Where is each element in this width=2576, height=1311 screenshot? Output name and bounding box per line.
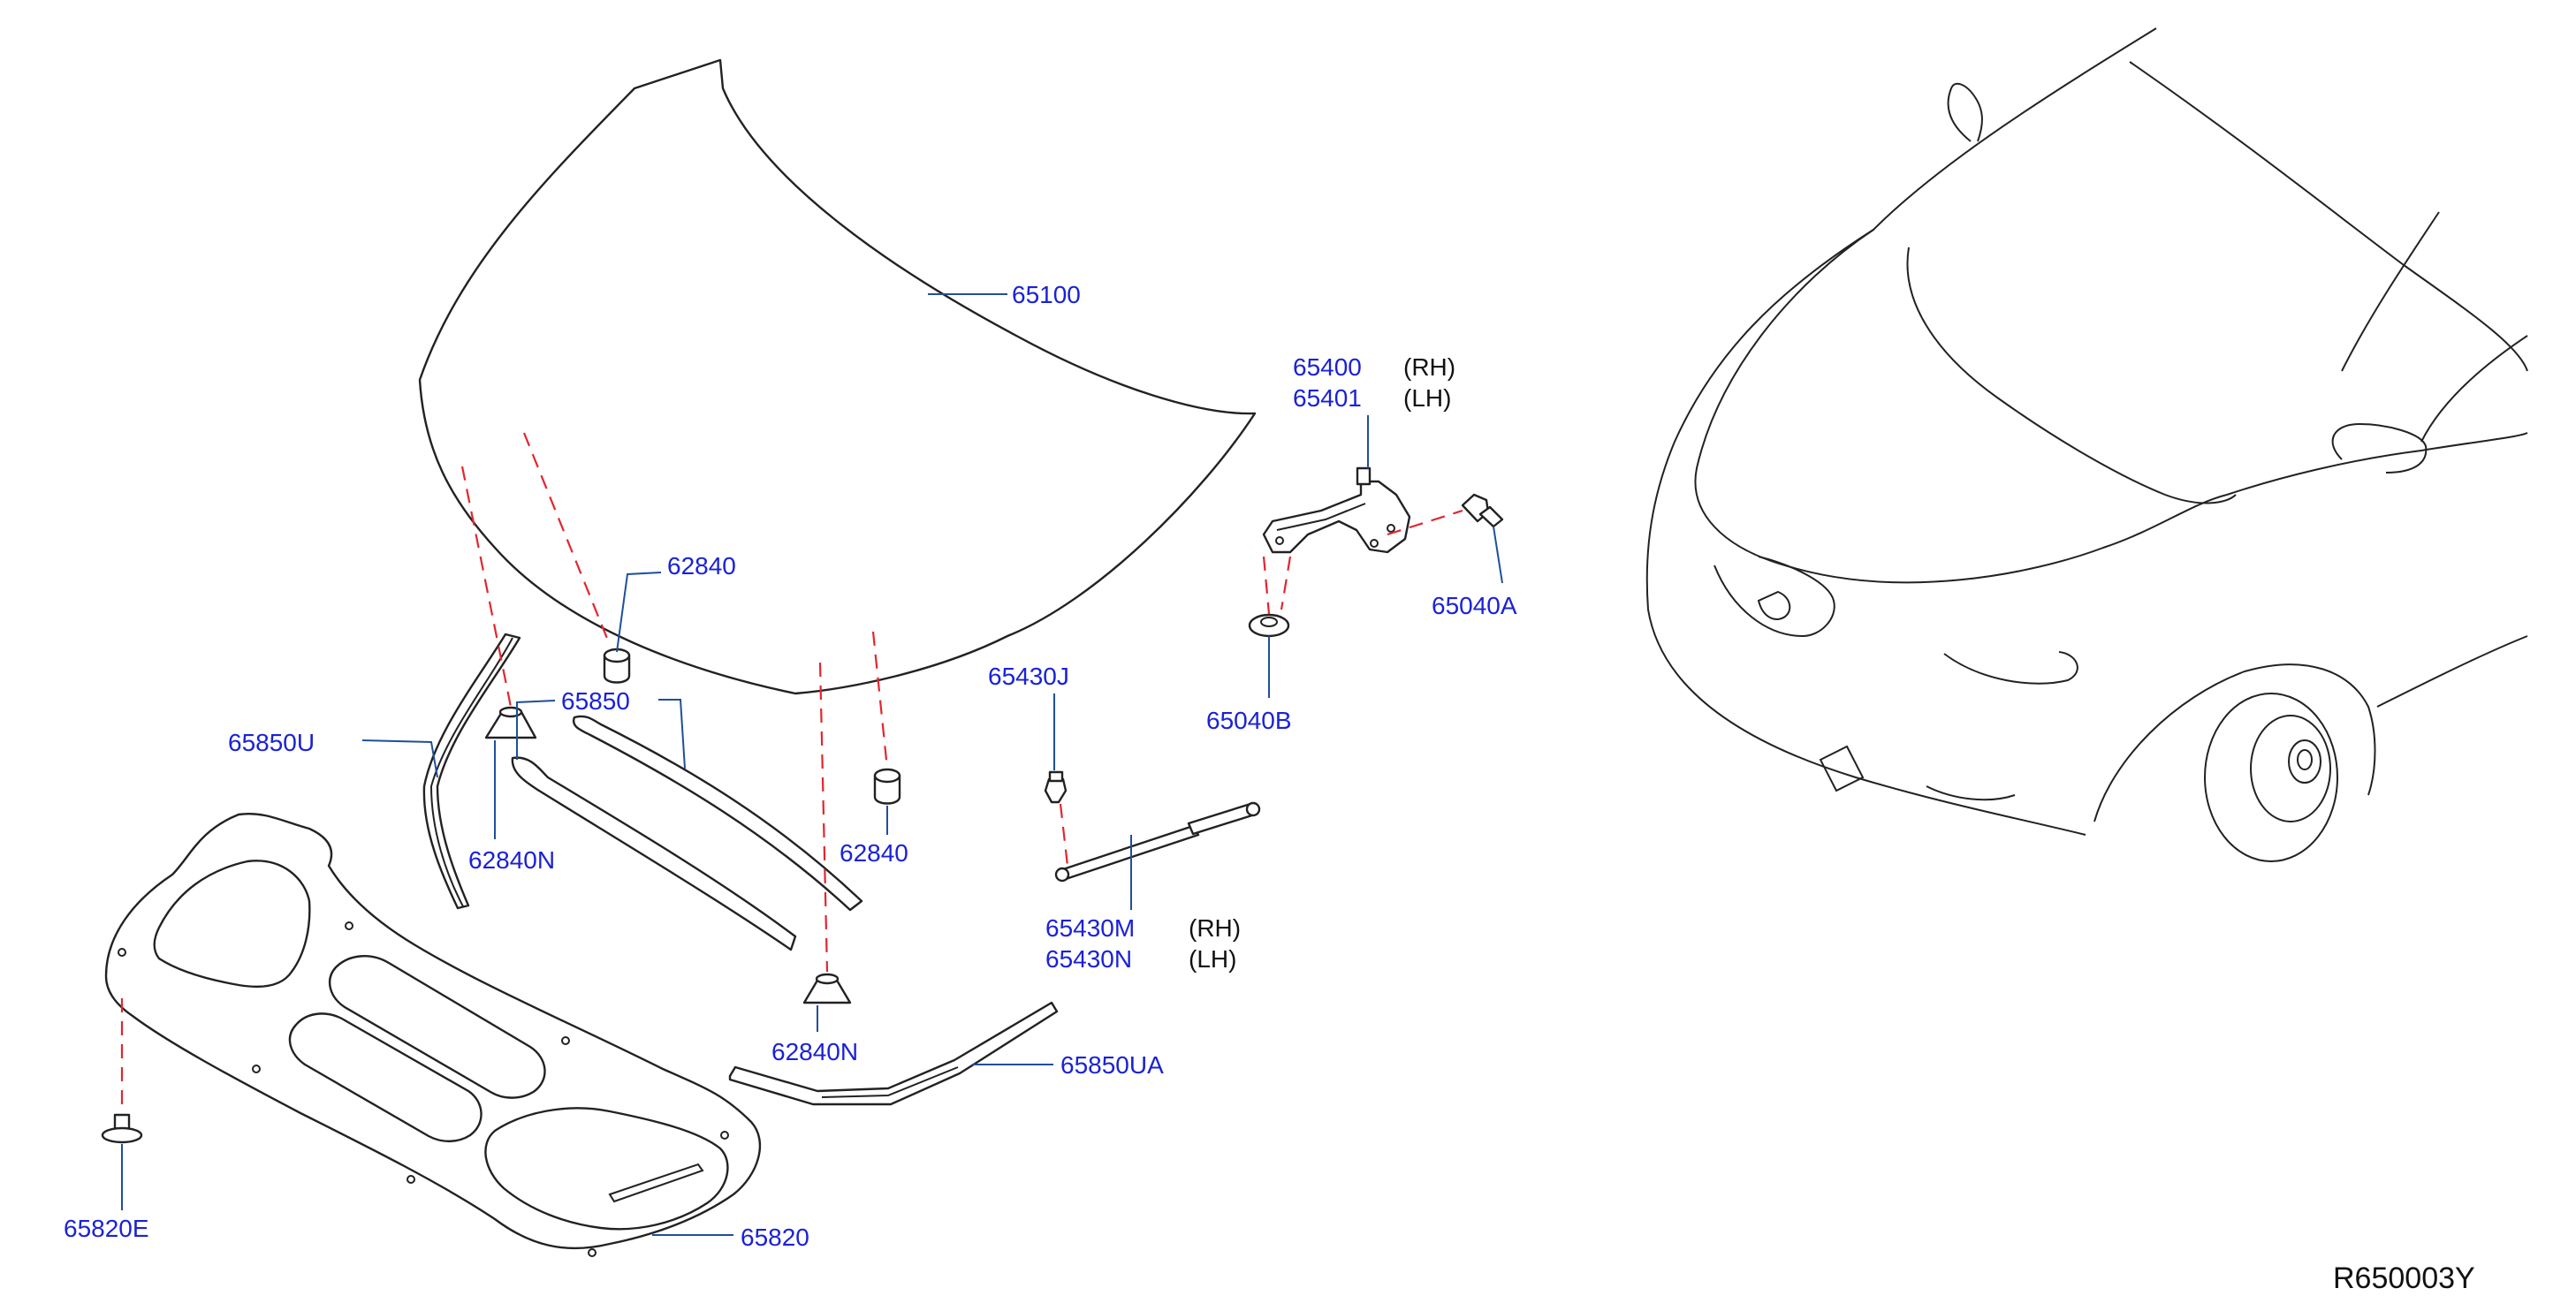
seal-65850ua bbox=[728, 1001, 1059, 1106]
label-65430m-rh: (RH) bbox=[1189, 914, 1241, 942]
diagram-reference: R650003Y bbox=[2333, 1262, 2475, 1295]
label-62840-right: 62840 bbox=[840, 839, 908, 867]
label-65401-lh: (LH) bbox=[1403, 384, 1451, 412]
insulator-clip bbox=[101, 1113, 143, 1144]
hood-bumper-n-center bbox=[802, 973, 852, 1004]
label-62840-top: 62840 bbox=[667, 552, 736, 580]
hood-bumper-top bbox=[603, 648, 631, 684]
label-65850ua: 65850UA bbox=[1060, 1051, 1164, 1079]
hood-bumper-n-left bbox=[484, 706, 537, 739]
label-62840n-left: 62840N bbox=[468, 846, 555, 874]
hood-bumper-right bbox=[873, 768, 901, 805]
label-65430n-lh: (LH) bbox=[1189, 945, 1236, 973]
label-65040a: 65040A bbox=[1432, 592, 1517, 619]
hood-stay bbox=[1054, 801, 1261, 883]
vehicle-location-sketch bbox=[1645, 27, 2528, 862]
leader-lines bbox=[121, 293, 1503, 1236]
seal-65850u bbox=[422, 633, 521, 910]
label-62840n-center: 62840N bbox=[771, 1038, 858, 1065]
label-65430m: 65430M bbox=[1045, 914, 1135, 942]
label-65850u: 65850U bbox=[228, 729, 315, 756]
hood-panel bbox=[418, 58, 1257, 695]
label-65850: 65850 bbox=[561, 687, 630, 715]
label-65401: 65401 bbox=[1293, 384, 1362, 412]
seal-65850-lower bbox=[511, 756, 797, 951]
label-65400: 65400 bbox=[1293, 353, 1362, 381]
label-65430n: 65430N bbox=[1045, 945, 1132, 973]
label-65040b: 65040B bbox=[1206, 707, 1292, 734]
alignment-lines bbox=[120, 432, 1463, 1111]
hood-hinge bbox=[1262, 466, 1411, 554]
label-65400-rh: (RH) bbox=[1403, 353, 1455, 381]
hood-stay-clip bbox=[1044, 770, 1068, 804]
seal-65850-upper bbox=[572, 715, 863, 912]
label-65820: 65820 bbox=[741, 1224, 809, 1251]
label-65820e: 65820E bbox=[64, 1215, 149, 1242]
part-labels: 65100 65400 (RH) 65401 (LH) 65040A 65040… bbox=[64, 281, 2475, 1295]
hood-insulator bbox=[104, 813, 762, 1257]
label-65100: 65100 bbox=[1012, 281, 1081, 308]
hinge-bolt bbox=[1461, 493, 1504, 528]
hinge-bumper bbox=[1248, 613, 1290, 638]
label-65430j: 65430J bbox=[988, 663, 1069, 690]
